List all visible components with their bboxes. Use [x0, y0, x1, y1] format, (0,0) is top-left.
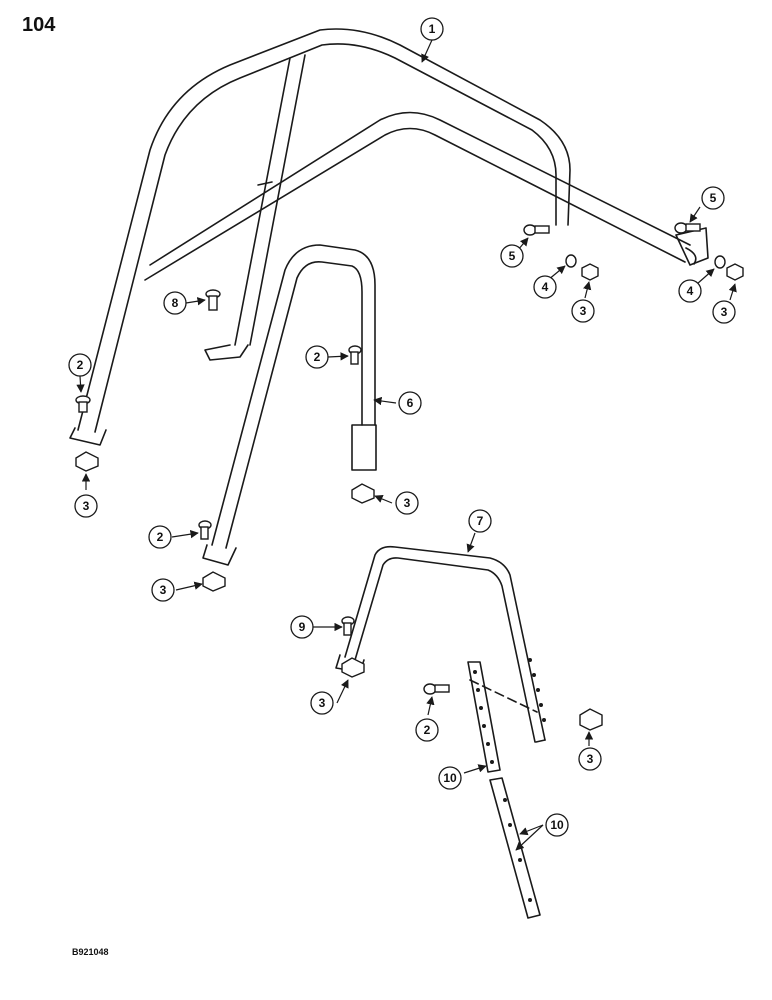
- callout-3-lower: 3: [160, 583, 167, 597]
- bolt-8: [205, 289, 221, 311]
- alignment-line: [469, 679, 538, 713]
- nut-3-hoop: [351, 483, 375, 504]
- callout-1: 1: [429, 22, 436, 36]
- figure-code: B921048: [72, 947, 109, 957]
- strap-lower: [489, 777, 541, 919]
- callout-2-strap: 2: [424, 723, 431, 737]
- callout-9: 9: [299, 620, 306, 634]
- callout-3-brace: 3: [319, 696, 326, 710]
- callout-8: 8: [172, 296, 179, 310]
- callout-10-upper: 10: [443, 771, 457, 785]
- bolt-5-left: [523, 224, 550, 236]
- nut-3-right: [726, 263, 744, 281]
- callout-2-hoop: 2: [314, 350, 321, 364]
- washer-4-right: [714, 255, 726, 269]
- bolt-2-lower: [198, 520, 212, 540]
- callout-3-strap: 3: [587, 752, 594, 766]
- callout-5-left: 5: [509, 249, 516, 263]
- bolt-2-strap: [423, 683, 450, 695]
- side-brace: [335, 545, 546, 743]
- callout-3-front: 3: [83, 499, 90, 513]
- washer-4-left: [565, 254, 577, 268]
- page-number: 104: [22, 14, 56, 36]
- rear-hoop: [202, 244, 377, 566]
- nut-3-brace: [341, 657, 365, 678]
- nut-3-lower: [202, 571, 226, 592]
- callout-4-left: 4: [542, 280, 549, 294]
- callout-3-right: 3: [721, 305, 728, 319]
- callout-2-front: 2: [77, 358, 84, 372]
- callout-6: 6: [407, 396, 414, 410]
- callout-10-lower: 10: [550, 818, 564, 832]
- nut-3-left: [581, 263, 599, 281]
- callout-7: 7: [477, 514, 484, 528]
- bolt-2-hoop: [348, 345, 362, 365]
- roll-bar-frame: [69, 28, 709, 446]
- callout-4-right: 4: [687, 284, 694, 298]
- bolt-2-front: [75, 395, 91, 413]
- bolt-5-right: [674, 222, 701, 234]
- bolt-9: [341, 616, 355, 636]
- nut-3-strap: [579, 708, 603, 731]
- strap-upper: [467, 661, 501, 773]
- nut-3-front: [75, 451, 99, 472]
- callout-2-lower: 2: [157, 530, 164, 544]
- callout-5-right: 5: [710, 191, 717, 205]
- callout-3-left: 3: [580, 304, 587, 318]
- callout-3-hoop: 3: [404, 496, 411, 510]
